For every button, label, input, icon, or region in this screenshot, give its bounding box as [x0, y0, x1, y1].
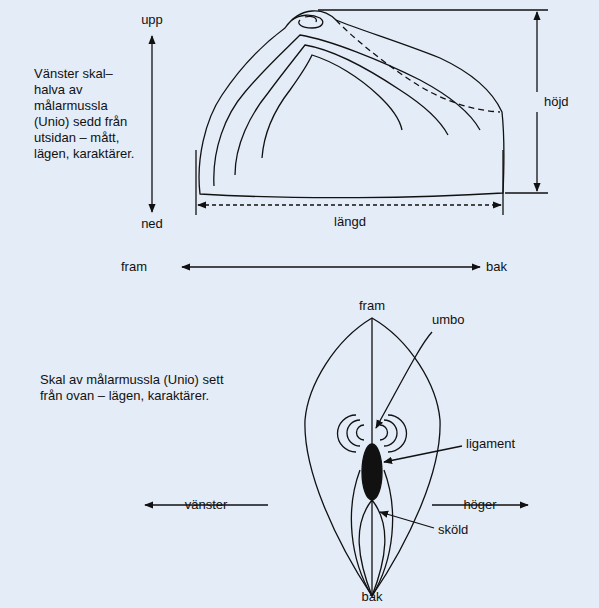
direction-label: upp	[141, 12, 163, 28]
leader-line	[384, 446, 462, 462]
shell-outline	[199, 11, 504, 198]
shell-top-outline	[305, 318, 440, 596]
direction-label: bak	[486, 259, 507, 275]
part-name: ligament	[466, 436, 515, 452]
leader-line	[380, 512, 434, 528]
part-name: umbo	[432, 312, 465, 328]
dimension-label: höjd	[544, 94, 569, 110]
figure-caption: Vänster skal– halva av målarmussla (Unio…	[34, 66, 146, 162]
shield-outline	[359, 500, 385, 596]
dimension-label: längd	[334, 214, 366, 230]
direction-label: vänster	[185, 497, 228, 513]
dimension-line	[502, 150, 503, 215]
dimension-line	[195, 150, 196, 215]
height-arrow	[536, 12, 537, 92]
part-name: sköld	[438, 522, 468, 538]
figure-caption: Skal av målarmussla (Unio) sett från ova…	[40, 372, 230, 404]
length-arrow	[198, 204, 501, 205]
ligament	[362, 444, 382, 500]
height-arrow	[536, 112, 537, 191]
front-back-arrow	[182, 266, 480, 267]
direction-label: ned	[141, 216, 163, 232]
leader-line	[376, 332, 432, 428]
direction-label: fram	[359, 298, 385, 314]
direction-label: höger	[463, 497, 496, 513]
updown-arrow	[151, 36, 152, 212]
growth-lines	[214, 15, 500, 186]
direction-label: bak	[362, 589, 383, 605]
direction-label: fram	[121, 259, 147, 275]
dimension-line	[505, 192, 548, 193]
dimension-line	[318, 9, 548, 10]
